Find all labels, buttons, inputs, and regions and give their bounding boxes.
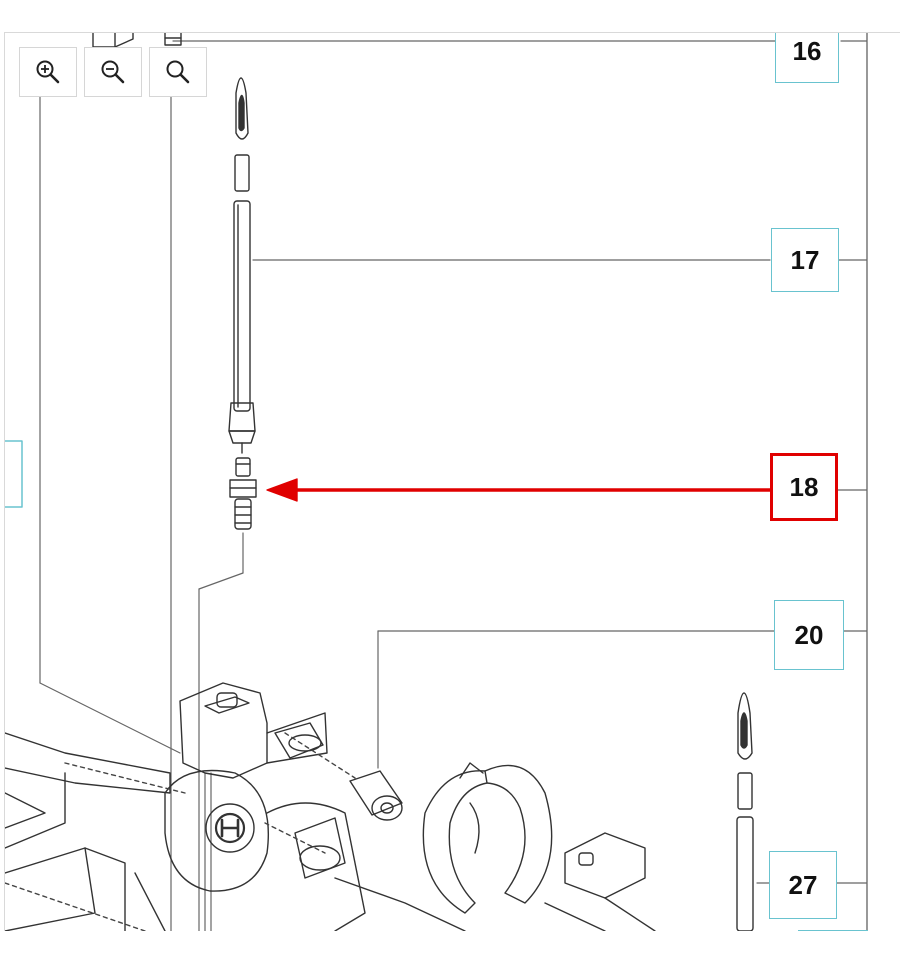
- part-17-rod: [228, 77, 256, 454]
- callout-17[interactable]: 17: [771, 228, 839, 292]
- callout-16[interactable]: 16: [775, 33, 839, 83]
- callout-27[interactable]: 27: [769, 851, 837, 919]
- main-housing: [5, 682, 656, 931]
- dashed-guide-lines: [5, 732, 356, 931]
- zoom-in-icon: [36, 60, 60, 84]
- highlight-arrow: [266, 478, 772, 502]
- diagram-viewport[interactable]: 16 17 18 20 27: [4, 32, 900, 931]
- leader-lines: [39, 40, 868, 931]
- zoom-out-button[interactable]: [84, 47, 142, 97]
- zoom-in-button[interactable]: [19, 47, 77, 97]
- exploded-parts-diagram: [5, 33, 868, 931]
- top-partial-part: [92, 33, 182, 48]
- zoom-toolbar: [19, 47, 207, 97]
- partial-callout-bottom: [798, 930, 868, 931]
- part-20-bushing: [349, 770, 403, 821]
- zoom-reset-icon: [166, 60, 190, 84]
- zoom-out-icon: [101, 60, 125, 84]
- zoom-reset-button[interactable]: [149, 47, 207, 97]
- part-27-rod: [736, 692, 754, 931]
- callout-20[interactable]: 20: [774, 600, 844, 670]
- part-18-fitting: [229, 457, 257, 530]
- callout-18-selected[interactable]: 18: [770, 453, 838, 521]
- partial-callout-box: [5, 440, 23, 508]
